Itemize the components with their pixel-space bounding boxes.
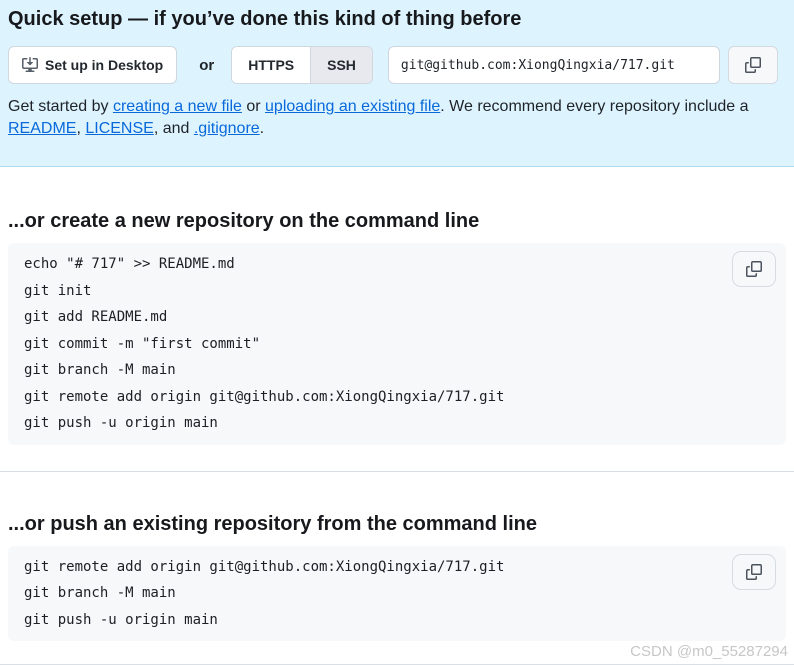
copy-icon — [746, 563, 762, 580]
create-repo-heading: ...or create a new repository on the com… — [8, 210, 480, 232]
push-repo-code-block: git remote add origin git@github.com:Xio… — [8, 545, 786, 641]
push-repo-heading: ...or push an existing repository from t… — [8, 512, 537, 535]
create-repo-code-block: echo "# 717" >> README.md git init git a… — [8, 243, 786, 445]
help-text-mid2: . We recommend every repository include … — [440, 98, 749, 115]
copy-push-code-button[interactable] — [732, 553, 776, 590]
protocol-toggle-group: HTTPS SSH — [231, 46, 373, 84]
section-divider — [0, 470, 794, 472]
help-text-suffix: . — [259, 120, 265, 137]
license-link[interactable]: LICENSE — [85, 120, 154, 137]
creating-a-new-file-link[interactable]: creating a new file — [112, 98, 242, 115]
or-label: or — [199, 56, 215, 74]
push-repo-code[interactable]: git remote add origin git@github.com:Xio… — [24, 558, 505, 628]
setup-controls-row: Set up in Desktop or HTTPS SSH — [8, 46, 786, 84]
https-toggle-button[interactable]: HTTPS — [232, 47, 311, 83]
ssh-toggle-button[interactable]: SSH — [310, 47, 372, 83]
help-text-mid3: , — [76, 120, 86, 137]
page-title: Quick setup — if you’ve done this kind o… — [8, 8, 522, 30]
help-text-mid1: or — [241, 98, 266, 115]
set-up-in-desktop-label: Set up in Desktop — [45, 57, 164, 73]
copy-url-button[interactable] — [727, 46, 778, 84]
set-up-in-desktop-button[interactable]: Set up in Desktop — [8, 46, 178, 84]
desktop-download-icon — [22, 57, 38, 73]
copy-create-code-button[interactable] — [732, 251, 776, 287]
push-repo-section: ...or push an existing repository from t… — [0, 510, 794, 641]
csdn-watermark: CSDN @m0_55287294 — [630, 643, 788, 660]
readme-link[interactable]: README — [8, 120, 77, 137]
copy-icon — [744, 57, 761, 73]
copy-icon — [746, 261, 762, 277]
get-started-text: Get started by creating a new file or up… — [8, 96, 764, 140]
uploading-an-existing-file-link[interactable]: uploading an existing file — [265, 98, 441, 115]
create-repo-code[interactable]: echo "# 717" >> README.md git init git a… — [24, 256, 505, 431]
help-text-prefix: Get started by — [8, 98, 113, 115]
gitignore-link[interactable]: .gitignore — [193, 120, 260, 137]
create-repo-section: ...or create a new repository on the com… — [0, 207, 794, 445]
help-text-mid4: , and — [153, 120, 194, 137]
quick-setup-banner: Quick setup — if you’ve done this kind o… — [0, 0, 794, 167]
repo-url-input[interactable] — [387, 46, 720, 84]
